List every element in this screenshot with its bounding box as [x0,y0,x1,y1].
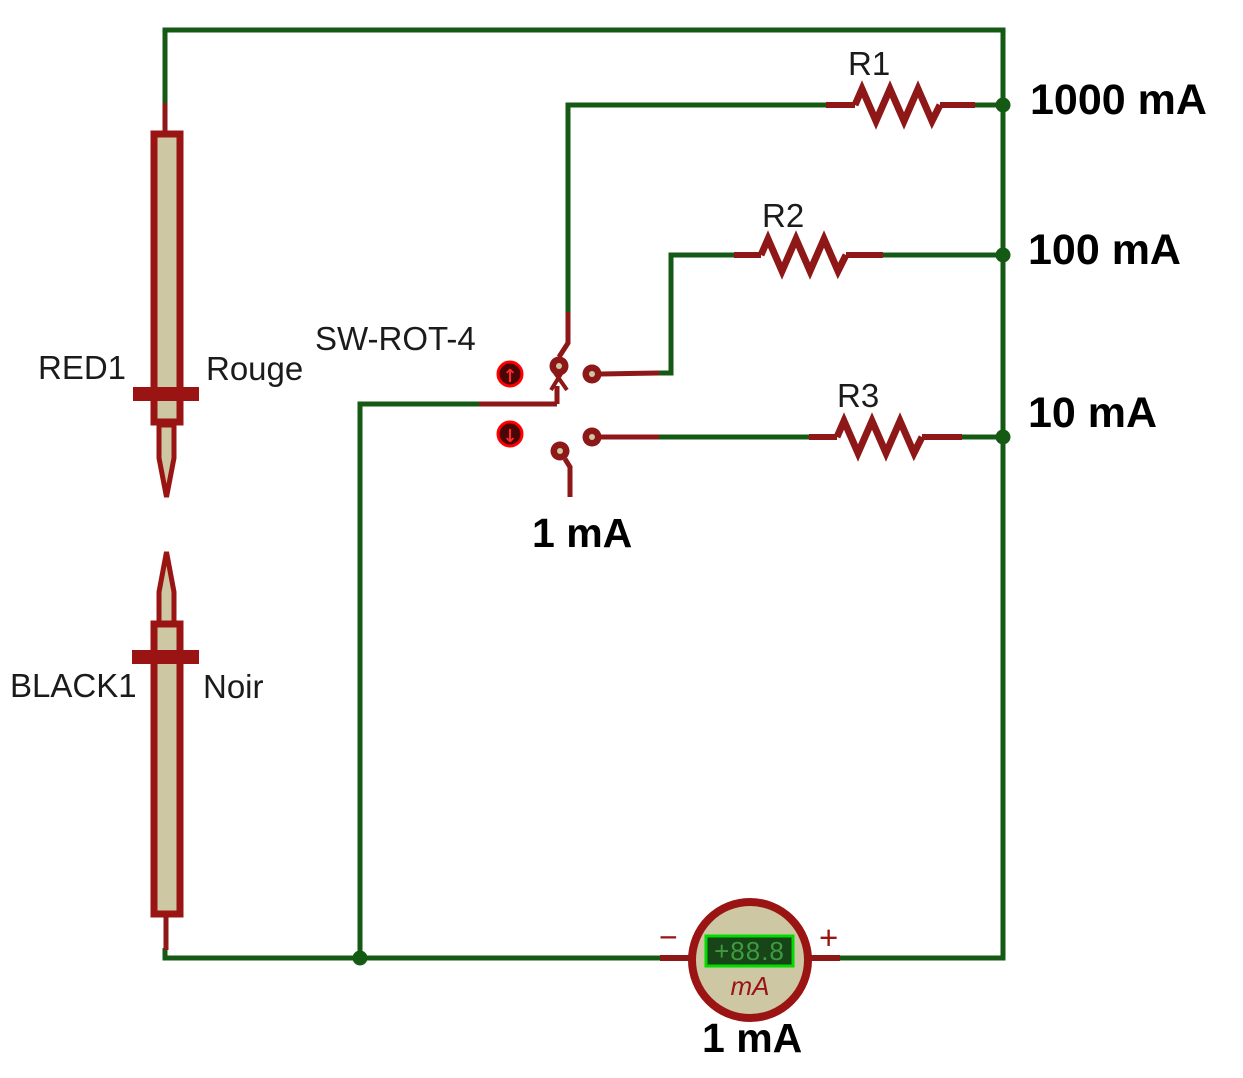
resistor-r1-symbol[interactable] [826,80,975,130]
up-button-circle [496,360,524,388]
net-label-1000ma: 1000 mA [1030,76,1207,124]
switch-top-pin [556,312,571,359]
wire-switch-to-r2 [659,252,734,376]
probe-black1-symbol[interactable] [132,551,199,950]
black1-tip [156,551,177,627]
rotary-switch-symbol[interactable] [479,312,660,497]
r2-ref-label: R2 [762,197,805,234]
junction-dot-common [352,950,368,966]
switch-position-label: 1 mA [532,510,633,556]
black1-crossbar [132,650,199,664]
arrow-down-icon: ↓ [502,426,517,447]
red1-body [150,130,184,426]
resistor-r2-symbol[interactable] [734,230,883,280]
switch-bottom-pin [562,457,573,497]
switch-ref-label: SW-ROT-4 [315,320,476,357]
junction-dots [352,97,1011,966]
wire-bottom-left [162,948,660,961]
net-label-100ma: 100 mA [1028,226,1181,274]
wire-common-riser [357,401,479,958]
r1-zigzag [851,80,944,130]
r3-zigzag [833,412,926,462]
wire-outer-loop [162,27,1006,961]
junction-dot-r2 [995,247,1011,263]
ammeter-symbol[interactable] [660,898,840,1022]
red1-ref-label: RED1 [38,349,127,386]
red1-tip [156,422,177,498]
wire-switch-to-r1 [565,102,826,312]
r3-ref-label: R3 [837,377,880,414]
probe-red1-symbol[interactable] [133,103,199,498]
junction-dot-r3 [995,429,1011,445]
switch-rotate-down-button[interactable]: ↓ [496,420,524,448]
switch-pad-bottom-hole [557,448,563,454]
switch-pad-right-2-hole [589,434,595,440]
black1-name-label: Noir [203,668,264,705]
net-label-10ma: 10 mA [1028,389,1158,437]
switch-rotate-up-button[interactable]: ↑ [496,360,524,388]
ammeter-range-label: 1 mA [702,1015,803,1061]
ammeter-display [704,934,795,968]
black1-body [150,620,184,918]
wire-net [162,27,1006,961]
resistor-r3-symbol[interactable] [809,412,962,462]
junction-dot-r1 [995,97,1011,113]
down-button-circle [496,420,524,448]
switch-pad-right-1-hole [589,371,595,377]
red1-crossbar [133,387,199,401]
r1-ref-label: R1 [848,45,891,82]
switch-pad-top-hole [556,363,562,369]
red1-name-label: Rouge [206,350,304,387]
ammeter-reading: +88.8 [714,936,785,966]
arrow-up-icon: ↑ [502,366,517,387]
ammeter-plus-terminal-label: + [819,919,839,956]
black1-ref-label: BLACK1 [10,667,137,704]
ammeter-minus-terminal-label: − [659,919,678,955]
r2-zigzag [757,230,850,280]
switch-common-pin [479,386,560,407]
ammeter-unit: mA [730,971,770,1001]
switch-pin-right-1 [600,370,660,377]
